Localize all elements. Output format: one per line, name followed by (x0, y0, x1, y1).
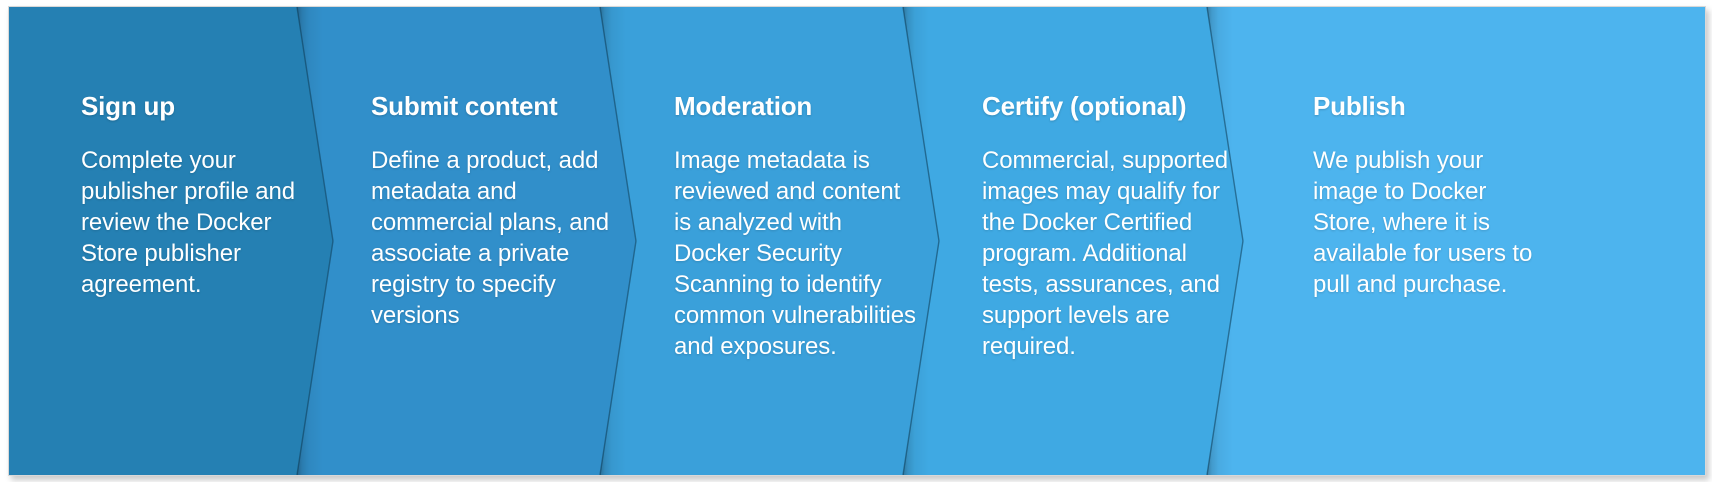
step-title-2: Submit content (371, 91, 558, 121)
chevron-text-3: Moderation Image metadata is reviewed an… (674, 7, 919, 475)
chevron-step-2[interactable]: Submit content Define a product, add met… (296, 7, 637, 475)
chevron-shape-3 (600, 7, 940, 475)
step-title-1: Sign up (81, 91, 175, 121)
chevron-step-1[interactable]: Sign up Complete your publisher profile … (9, 7, 335, 475)
chevron-shape-4 (903, 7, 1248, 475)
chevron-shape-2 (297, 7, 637, 475)
step-title-5: Publish (1313, 91, 1406, 121)
chevron-flow: Sign up Complete your publisher profile … (9, 7, 1705, 475)
step-body-1: Complete your publisher profile and revi… (81, 147, 296, 298)
chevron-text-2: Submit content Define a product, add met… (371, 7, 616, 475)
step-body-3: Image metadata is reviewed and content i… (674, 147, 916, 360)
chevron-text-1: Sign up Complete your publisher profile … (81, 7, 296, 475)
diagram-frame: Sign up Complete your publisher profile … (8, 6, 1706, 476)
step-body-2: Define a product, add metadata and comme… (371, 147, 610, 329)
chevron-shape-1 (9, 7, 334, 475)
chevron-step-3[interactable]: Moderation Image metadata is reviewed an… (599, 7, 940, 475)
chevron-step-4[interactable]: Certify (optional) Commercial, supported… (902, 7, 1248, 475)
chevron-step-5[interactable]: Publish We publish your image to Docker … (1206, 7, 1705, 475)
chevron-text-4: Certify (optional) Commercial, supported… (982, 7, 1232, 475)
step-body-5: We publish your image to Docker Store, w… (1313, 147, 1533, 298)
step-body-4: Commercial, supported images may qualify… (982, 147, 1228, 360)
step-title-4: Certify (optional) (982, 91, 1187, 121)
chevron-shape-5 (1207, 7, 1705, 475)
step-title-3: Moderation (674, 91, 813, 121)
chevron-text-5: Publish We publish your image to Docker … (1313, 7, 1543, 475)
